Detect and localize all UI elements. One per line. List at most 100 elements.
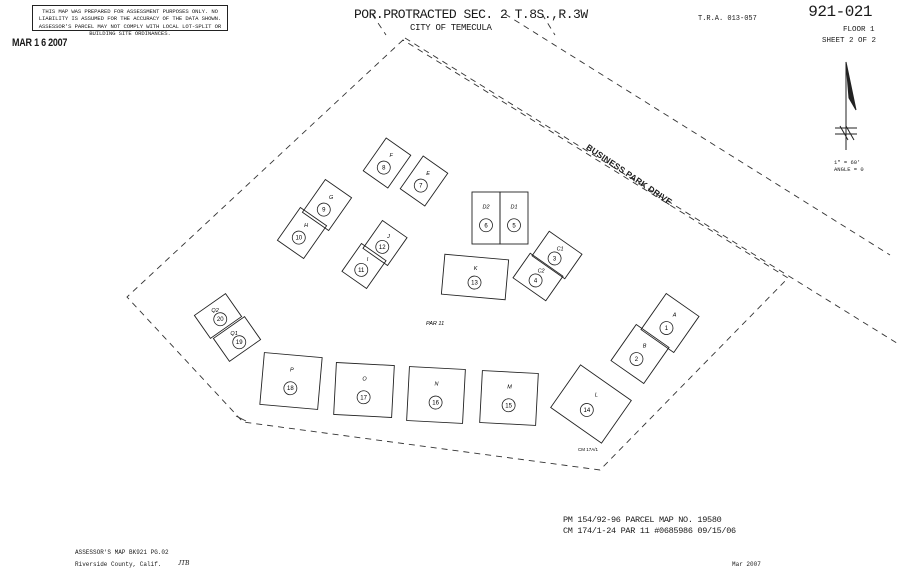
unit-letter: F [389, 153, 393, 159]
unit-d1: D15 [499, 191, 529, 245]
parcel-boundary [126, 39, 789, 471]
revision-date: Mar 2007 [732, 561, 761, 568]
unit-outline [259, 352, 323, 410]
unit-letter: M [507, 385, 512, 391]
unit-letter: N [435, 381, 439, 387]
unit-letter: I [367, 257, 369, 263]
unit-outline [479, 370, 539, 426]
unit-outline [499, 191, 529, 245]
unit-f: F8 [362, 137, 412, 189]
unit-outline [640, 292, 700, 354]
unit-outline [399, 155, 449, 207]
unit-a: A1 [640, 292, 700, 354]
unit-outline [610, 323, 670, 385]
building-units: F8E7G9H10D26D15J12I11C13C24K13Q220Q119A1… [193, 137, 700, 444]
unit-number: 7 [419, 184, 423, 190]
unit-number-circle [316, 202, 331, 217]
unit-b: B2 [610, 323, 670, 385]
unit-outline [301, 178, 353, 232]
unit-q1: Q1 19 [212, 316, 262, 362]
county-name: Riverside County, Calif. [75, 561, 162, 568]
unit-j: J12 [362, 219, 408, 267]
unit-number: 13 [471, 281, 478, 287]
unit-number: 4 [534, 278, 538, 284]
reference-condo-map: CM 174/1-24 PAR 11 #0685986 09/15/06 [563, 526, 736, 536]
unit-c1: C13 [531, 230, 583, 280]
unit-number: 18 [287, 386, 294, 392]
unit-q2: Q2 20 [193, 293, 243, 339]
unit-letter: Q2 [211, 308, 218, 314]
unit-letter: B [643, 344, 647, 350]
unit-number: 16 [432, 401, 439, 407]
received-stamp-date: MAR 1 6 2007 [12, 37, 68, 49]
unit-outline [471, 191, 501, 245]
unit-number-circle [428, 395, 443, 410]
unit-number-circle [547, 251, 562, 266]
unit-outline [512, 252, 564, 302]
unit-number: 12 [379, 245, 386, 251]
unit-i: I11 [341, 242, 387, 290]
scale-note: 1" = 60' ANGLE = 0 [834, 159, 864, 173]
unit-number: 3 [553, 256, 557, 262]
unit-outline [212, 316, 262, 362]
unit-number-circle [232, 335, 247, 350]
unit-number: 14 [583, 408, 590, 414]
floor-label: FLOOR 1 [843, 26, 875, 34]
map-number: 921-021 [808, 3, 872, 21]
unit-number-circle [413, 178, 428, 193]
unit-h: H 10 [276, 206, 328, 260]
unit-number-circle [213, 312, 228, 327]
unit-letter: G [329, 195, 334, 201]
north-arrow-icon [835, 61, 857, 150]
boundary-tick [235, 415, 247, 422]
unit-outline [362, 137, 412, 189]
unit-number-circle [501, 398, 516, 413]
unit-letter: E [426, 171, 430, 177]
unit-number: 20 [217, 317, 224, 323]
drafter-initials: JTB [178, 559, 190, 567]
unit-c2: C24 [512, 252, 564, 302]
unit-number-circle [528, 273, 543, 288]
unit-number-circle [659, 321, 674, 335]
unit-number: 1 [665, 326, 669, 332]
unit-l: L 14 [550, 364, 632, 444]
unit-number-circle [354, 262, 369, 277]
road-line-lower [404, 37, 901, 346]
map-title: POR.PROTRACTED SEC. 2 T.8S.,R.3W [354, 7, 588, 22]
unit-outline [531, 230, 583, 280]
scale-ratio: 1" = 60' [834, 159, 861, 166]
assessor-book-page: ASSESSOR'S MAP BK921 PG.02 [75, 549, 169, 556]
unit-number-circle [283, 381, 298, 396]
unit-number: 15 [505, 403, 512, 409]
unit-number: 8 [382, 166, 386, 172]
tra-number: T.R.A. 013-057 [698, 15, 757, 23]
reference-parcel-map: PM 154/92-96 PARCEL MAP NO. 19580 [563, 515, 722, 525]
unit-number: 10 [295, 236, 302, 242]
unit-letter: H [304, 223, 308, 229]
unit-number: 6 [484, 223, 488, 229]
unit-number-circle [579, 403, 594, 417]
unit-g: G9 [301, 178, 353, 232]
unit-number: 19 [236, 340, 243, 346]
unit-number: 11 [358, 268, 365, 274]
unit-number-circle [356, 390, 371, 405]
unit-number-circle [507, 218, 521, 233]
unit-number-circle [479, 218, 493, 233]
unit-letter: A [672, 313, 677, 319]
unit-o: O17 [333, 362, 395, 418]
unit-letter: D2 [482, 205, 489, 211]
unit-letter: L [595, 392, 598, 398]
unit-outline [362, 219, 408, 267]
unit-letter: P [290, 368, 294, 374]
unit-number: 5 [512, 223, 516, 229]
unit-letter: Q1 [230, 331, 237, 337]
unit-letter: K [474, 266, 478, 272]
unit-m: M 15 [479, 370, 539, 426]
unit-number: 2 [635, 357, 639, 363]
section-line-right [541, 13, 556, 36]
unit-number: 9 [322, 208, 326, 214]
unit-e: E7 [399, 155, 449, 207]
unit-outline [333, 362, 395, 418]
unit-n: N 16 [406, 366, 466, 424]
unit-number-circle [629, 352, 644, 366]
